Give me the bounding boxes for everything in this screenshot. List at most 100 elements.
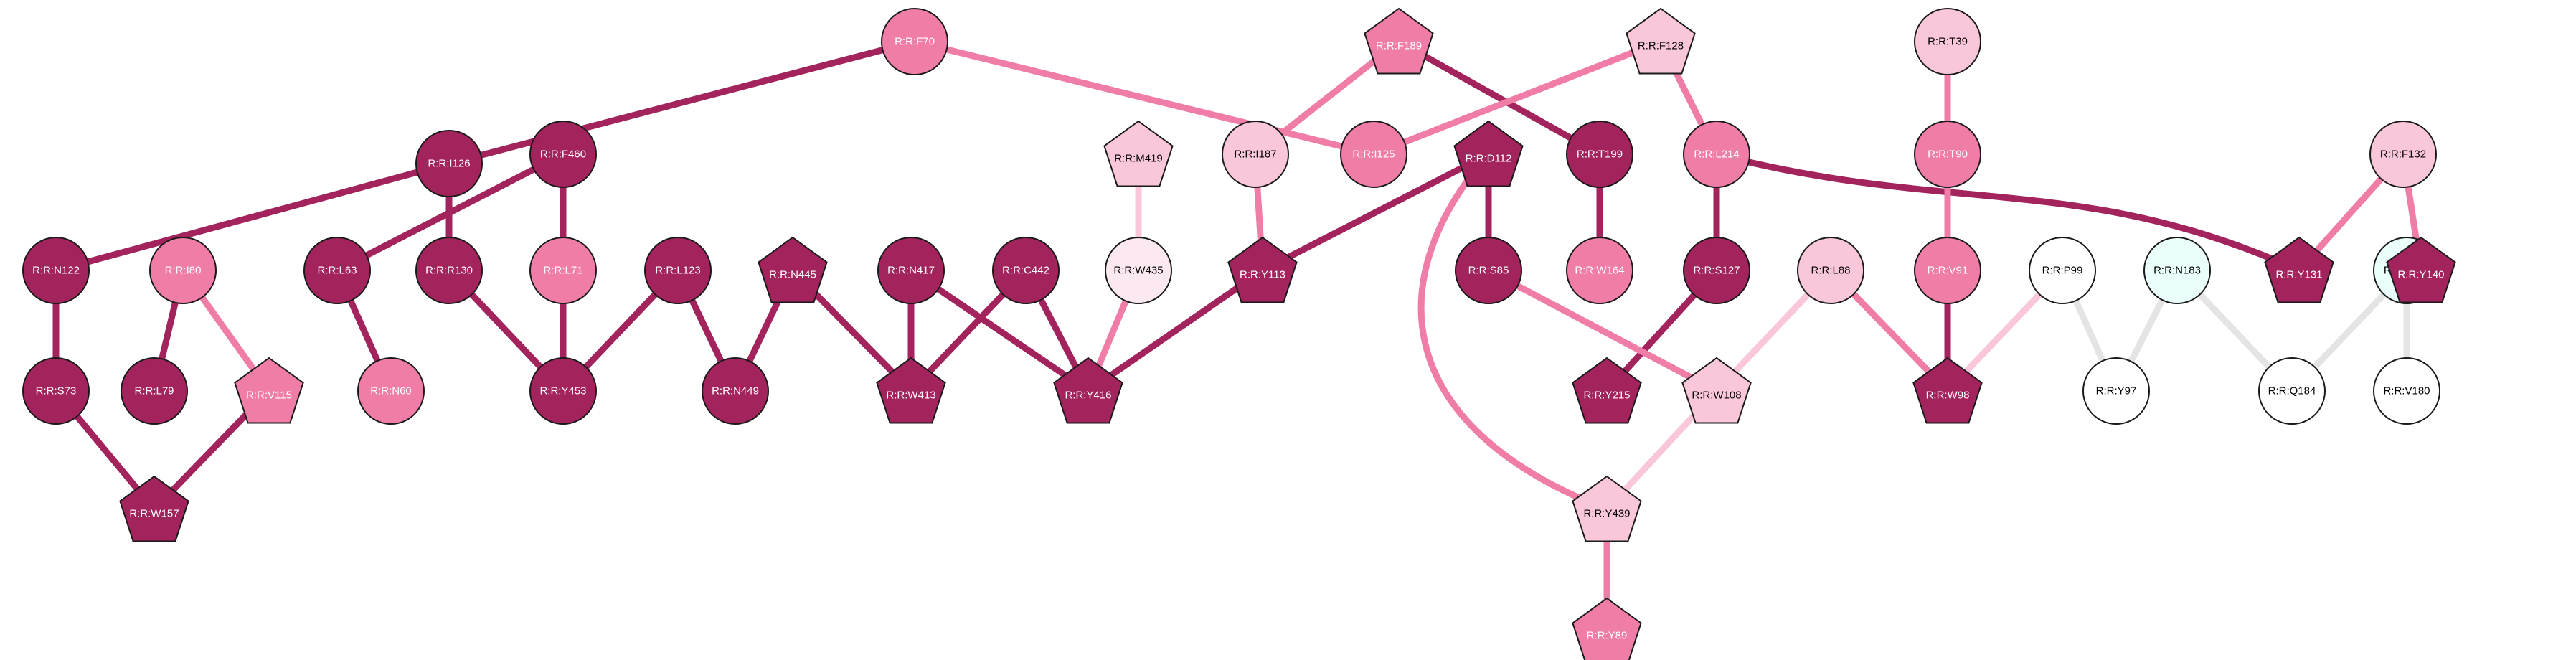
node-label: R:R:I125 — [1352, 148, 1395, 161]
node-l214[interactable]: R:R:L214 — [1683, 121, 1750, 188]
node-f128[interactable]: R:R:F128 — [1626, 7, 1696, 75]
node-label: R:R:F132 — [2380, 148, 2426, 161]
node-y439[interactable]: R:R:Y439 — [1572, 475, 1642, 542]
edge-i126-n122 — [52, 160, 453, 274]
node-label: R:R:I126 — [428, 158, 470, 170]
node-f132[interactable]: R:R:F132 — [2369, 121, 2437, 188]
node-d112[interactable]: R:R:D112 — [1453, 120, 1524, 187]
circle-node-shape — [2369, 121, 2437, 188]
node-f460[interactable]: R:R:F460 — [529, 121, 597, 188]
node-w413[interactable]: R:R:W413 — [876, 357, 946, 424]
circle-node-shape — [2258, 357, 2326, 425]
node-label: R:R:L63 — [317, 265, 357, 277]
node-label: R:R:W108 — [1692, 390, 1741, 402]
node-c442[interactable]: R:R:C442 — [992, 237, 1060, 304]
node-w164[interactable]: R:R:W164 — [1566, 237, 1633, 304]
node-label: R:R:I80 — [165, 265, 202, 277]
node-y89[interactable]: R:R:Y89 — [1572, 597, 1642, 660]
circle-node-shape — [415, 237, 483, 304]
pentagon-node-shape — [876, 357, 946, 424]
pentagon-node-shape — [1227, 236, 1298, 303]
node-label: R:R:F189 — [1376, 40, 1422, 52]
edge-f189-t199 — [1395, 38, 1603, 158]
pentagon-node-shape — [1626, 7, 1696, 75]
node-m419[interactable]: R:R:M419 — [1103, 120, 1174, 187]
node-y113[interactable]: R:R:Y113 — [1227, 236, 1298, 303]
node-label: R:R:Y439 — [1583, 508, 1630, 520]
node-y97[interactable]: R:R:Y97 — [2082, 357, 2150, 425]
node-label: R:R:N183 — [2153, 265, 2201, 277]
node-v180[interactable]: R:R:V180 — [2373, 357, 2440, 425]
circle-node-shape — [121, 357, 188, 425]
node-w157[interactable]: R:R:W157 — [119, 475, 189, 542]
circle-node-shape — [22, 237, 90, 304]
node-l71[interactable]: R:R:L71 — [529, 237, 597, 304]
node-p99[interactable]: R:R:P99 — [2029, 237, 2096, 304]
node-i126[interactable]: R:R:I126 — [415, 130, 483, 197]
circle-node-shape — [1683, 237, 1750, 304]
node-l123[interactable]: R:R:L123 — [644, 237, 712, 304]
circle-node-shape — [529, 237, 597, 304]
node-f189[interactable]: R:R:F189 — [1364, 7, 1434, 75]
node-label: R:R:L71 — [543, 265, 582, 277]
node-label: R:R:N122 — [32, 265, 80, 277]
node-y215[interactable]: R:R:Y215 — [1572, 357, 1642, 424]
node-v115[interactable]: R:R:V115 — [234, 357, 304, 424]
node-q184[interactable]: R:R:Q184 — [2258, 357, 2326, 425]
node-l63[interactable]: R:R:L63 — [303, 237, 371, 304]
edge-f70-i125 — [911, 38, 1377, 158]
node-n60[interactable]: R:R:N60 — [357, 357, 425, 425]
node-w108[interactable]: R:R:W108 — [1681, 357, 1752, 424]
circle-node-shape — [2373, 357, 2440, 425]
node-i80[interactable]: R:R:I80 — [149, 237, 217, 304]
node-label: R:R:V91 — [1928, 265, 1968, 277]
node-y416[interactable]: R:R:Y416 — [1053, 357, 1123, 424]
node-label: R:R:F460 — [540, 148, 586, 161]
node-t90[interactable]: R:R:T90 — [1914, 121, 1981, 188]
pentagon-node-shape — [1103, 120, 1174, 187]
node-label: R:R:V180 — [2383, 385, 2430, 397]
node-w98[interactable]: R:R:W98 — [1912, 357, 1983, 424]
node-s73[interactable]: R:R:S73 — [22, 357, 90, 425]
node-y453[interactable]: R:R:Y453 — [529, 357, 597, 425]
node-label: R:R:I187 — [1234, 148, 1276, 161]
node-label: R:R:M419 — [1114, 153, 1163, 165]
node-y131[interactable]: R:R:Y131 — [2264, 236, 2334, 303]
edge-n417-y416 — [907, 267, 1092, 395]
node-t39[interactable]: R:R:T39 — [1914, 8, 1981, 75]
pentagon-node-shape — [1364, 7, 1434, 75]
node-label: R:R:N60 — [370, 385, 412, 397]
node-v91[interactable]: R:R:V91 — [1914, 237, 1981, 304]
node-n449[interactable]: R:R:N449 — [702, 357, 769, 425]
node-i187[interactable]: R:R:I187 — [1222, 121, 1289, 188]
node-s127[interactable]: R:R:S127 — [1683, 237, 1750, 304]
node-label: R:R:Y97 — [2096, 385, 2137, 397]
node-n183[interactable]: R:R:N183 — [2143, 237, 2211, 304]
node-f70[interactable]: R:R:F70 — [881, 8, 948, 75]
node-y140[interactable]: R:R:Y140 — [2386, 236, 2456, 303]
node-label: R:R:D112 — [1466, 153, 1512, 165]
node-r130[interactable]: R:R:R130 — [415, 237, 483, 304]
edge-y113-y416 — [1085, 267, 1266, 395]
node-label: R:R:F128 — [1638, 40, 1684, 52]
pentagon-node-shape — [234, 357, 304, 424]
node-label: R:R:T90 — [1928, 148, 1968, 161]
node-label: R:R:Y453 — [539, 385, 586, 397]
node-s85[interactable]: R:R:S85 — [1455, 237, 1522, 304]
node-n417[interactable]: R:R:N417 — [877, 237, 945, 304]
node-i125[interactable]: R:R:I125 — [1340, 121, 1407, 188]
node-label: R:R:W157 — [129, 508, 179, 520]
edge-s85-w108 — [1485, 267, 1720, 395]
node-w435[interactable]: R:R:W435 — [1105, 237, 1172, 304]
circle-node-shape — [1797, 237, 1864, 304]
node-n122[interactable]: R:R:N122 — [22, 237, 90, 304]
circle-node-shape — [992, 237, 1060, 304]
node-l79[interactable]: R:R:L79 — [121, 357, 188, 425]
node-n445[interactable]: R:R:N445 — [758, 236, 828, 303]
node-label: R:R:W98 — [1926, 390, 1970, 402]
node-t199[interactable]: R:R:T199 — [1566, 121, 1633, 188]
circle-node-shape — [1105, 237, 1172, 304]
node-l88[interactable]: R:R:L88 — [1797, 237, 1864, 304]
node-label: R:R:Q184 — [2268, 385, 2316, 397]
